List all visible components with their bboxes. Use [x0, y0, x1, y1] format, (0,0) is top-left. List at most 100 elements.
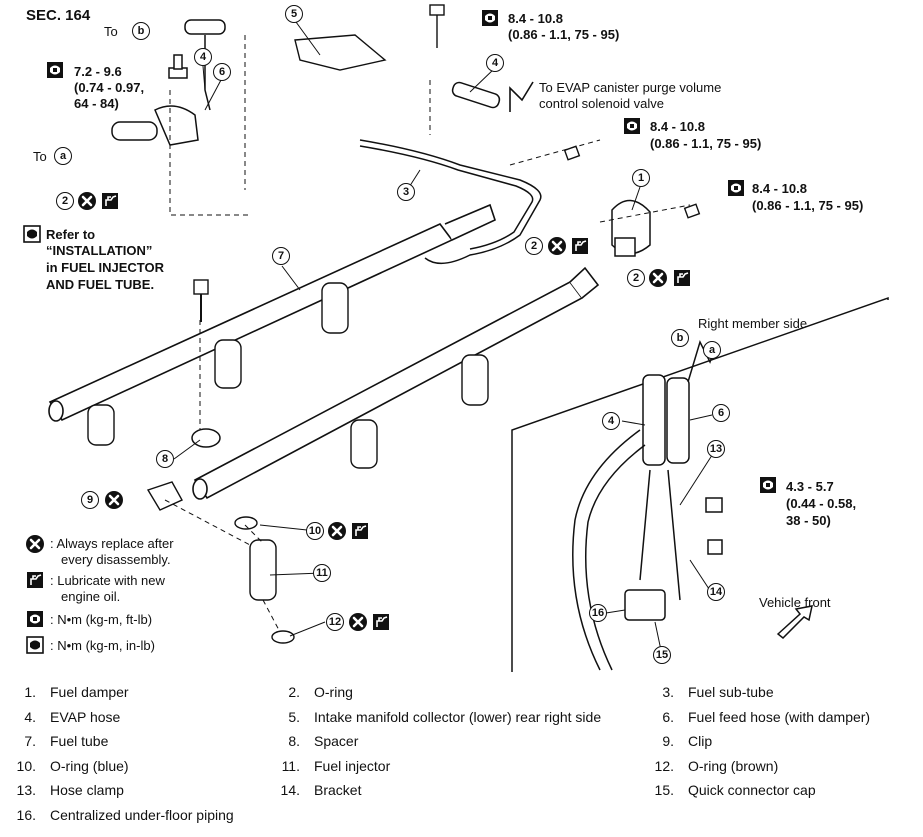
- legend-name: O-ring (blue): [50, 757, 129, 774]
- callout-16: 16: [589, 604, 607, 622]
- callout-a-to: a: [54, 147, 72, 165]
- legend-number: 13.: [16, 782, 36, 798]
- key-lube-b: engine oil.: [61, 589, 121, 604]
- key-replace-b: every disassembly.: [61, 552, 171, 567]
- callout-15: 15: [653, 646, 671, 664]
- legend-item: 7.Fuel tube: [0, 733, 108, 749]
- callout-11: 11: [313, 564, 331, 582]
- legend-name: Hose clamp: [50, 782, 124, 798]
- callout-6: 6: [213, 63, 231, 81]
- callout-1: 1: [632, 169, 650, 187]
- callout-5: 5: [285, 5, 303, 23]
- legend-number: 16.: [16, 806, 36, 823]
- legend-name: Spacer: [314, 733, 359, 749]
- fuel-sub-tube-drawing: [359, 139, 542, 264]
- legend-item: 12. O-ring (brown): [638, 757, 779, 774]
- legend-item: 11. Fuel injector: [264, 757, 391, 774]
- legend-item: 15. Quick connector cap: [638, 782, 816, 798]
- legend-item: 5. Intake manifold collector (lower) rear…: [264, 709, 601, 725]
- legend-item: 4. EVAP hose: [0, 709, 120, 725]
- legend-item: 6. Fuel feed hose (with damper): [638, 709, 870, 725]
- evap-dest-a: To EVAP canister purge volume: [539, 80, 722, 95]
- legend-item: 3. Fuel sub-tube: [638, 684, 774, 700]
- legend-item: 14. Bracket: [264, 782, 362, 798]
- legend-name: O-ring (brown): [688, 757, 779, 774]
- callout-10: 10: [306, 522, 324, 540]
- callout-2: 2: [56, 192, 74, 210]
- fuel-injectors-drawing: [87, 282, 489, 601]
- legend-number: 2.: [288, 684, 300, 700]
- key-ftlb: : N•m (kg-m, ft-lb): [50, 612, 153, 627]
- refer-a: Refer to: [46, 227, 96, 242]
- evap-dest-b: control solenoid valve: [539, 96, 665, 111]
- legend-name: Quick connector cap: [688, 782, 816, 798]
- fuel-tube-drawing: [48, 203, 496, 422]
- to-a-label: To: [33, 149, 47, 164]
- legend-item: 10. O-ring (blue): [0, 758, 129, 774]
- legend-name: Fuel injector: [314, 757, 391, 774]
- right-member-label: Right member side: [698, 316, 808, 331]
- torque-mid-right-b: (0.86 - 1.1, 75 - 95): [650, 136, 762, 151]
- legend-number: 5.: [288, 708, 300, 725]
- torque-detail-c: 38 - 50): [786, 513, 831, 528]
- legend-number: 12.: [654, 757, 674, 774]
- legend-number: 15.: [654, 782, 674, 798]
- torque-damper-c: 64 - 84): [74, 96, 119, 111]
- refer-d: AND FUEL TUBE.: [46, 277, 155, 292]
- torque-damper-a: 7.2 - 9.6: [74, 64, 122, 79]
- collector-bracket-drawing: [294, 34, 387, 71]
- legend-name: Fuel sub-tube: [688, 684, 774, 700]
- legend-item: 13. Hose clamp: [0, 782, 124, 798]
- to-b-label: To: [104, 24, 118, 39]
- lower-fuel-tube-drawing: [192, 266, 600, 500]
- torque-far-right-b: (0.86 - 1.1, 75 - 95): [752, 198, 864, 213]
- refer-c: in FUEL INJECTOR: [46, 260, 164, 275]
- legend-name: Clip: [688, 733, 713, 749]
- torque-top-right-1-a: 8.4 - 10.8: [508, 11, 563, 26]
- callout-8: 8: [156, 450, 174, 468]
- refer-b: “INSTALLATION”: [46, 243, 153, 258]
- key-inlb: : N•m (kg-m, in-lb): [50, 638, 155, 653]
- legend-name: Centralized under-floor piping: [50, 806, 234, 823]
- callout-a: a: [703, 341, 721, 359]
- legend-item: 9. Clip: [638, 733, 712, 749]
- detail-hoses-drawing: [572, 374, 723, 671]
- legend-name: Intake manifold collector (lower) rear r…: [314, 708, 602, 725]
- callout-2-1: 2: [627, 269, 645, 287]
- section-label: SEC. 164: [26, 7, 91, 24]
- callout-2-0: 2: [525, 237, 543, 255]
- legend-name: EVAP hose: [50, 708, 121, 725]
- legend-number: 9.: [662, 733, 674, 749]
- legend-name: O-ring: [314, 684, 353, 700]
- callout-9: 9: [81, 491, 99, 509]
- callout-b: b: [671, 329, 689, 347]
- callout-4-2: 4: [486, 54, 504, 72]
- callout-3: 3: [397, 183, 415, 201]
- torque-top-right-1-b: (0.86 - 1.1, 75 - 95): [508, 27, 620, 42]
- legend-number: 4.: [24, 708, 36, 725]
- torque-detail-b: (0.44 - 0.58,: [786, 496, 857, 511]
- legend-number: 6.: [662, 708, 674, 725]
- legend-name: Fuel feed hose (with damper): [688, 708, 871, 725]
- key-lube-a: : Lubricate with new: [50, 573, 165, 588]
- torque-detail-a: 4.3 - 5.7: [786, 479, 834, 494]
- legend-number: 3.: [662, 684, 674, 700]
- legend-number: 1.: [24, 684, 36, 700]
- callout-4-3: 4: [602, 412, 620, 430]
- key-replace-a: : Always replace after: [50, 536, 174, 551]
- fuel-damper-drawing: [611, 199, 651, 257]
- legend-item: 1.Fuel damper: [0, 684, 128, 700]
- legend-name: Bracket: [314, 782, 362, 798]
- legend-number: 14.: [280, 782, 300, 798]
- legend-number: 10.: [16, 757, 36, 774]
- legend-name: Fuel tube: [50, 733, 109, 749]
- callout-13: 13: [707, 440, 725, 458]
- diagram-drawing: [23, 4, 889, 672]
- callout-14: 14: [707, 583, 725, 601]
- callout-6-4: 6: [712, 404, 730, 422]
- legend-item: 8.Spacer: [264, 733, 358, 749]
- legend-number: 11.: [281, 757, 300, 774]
- legend-item: 16. Centralized under-floor piping: [0, 807, 234, 823]
- torque-mid-right-a: 8.4 - 10.8: [650, 119, 705, 134]
